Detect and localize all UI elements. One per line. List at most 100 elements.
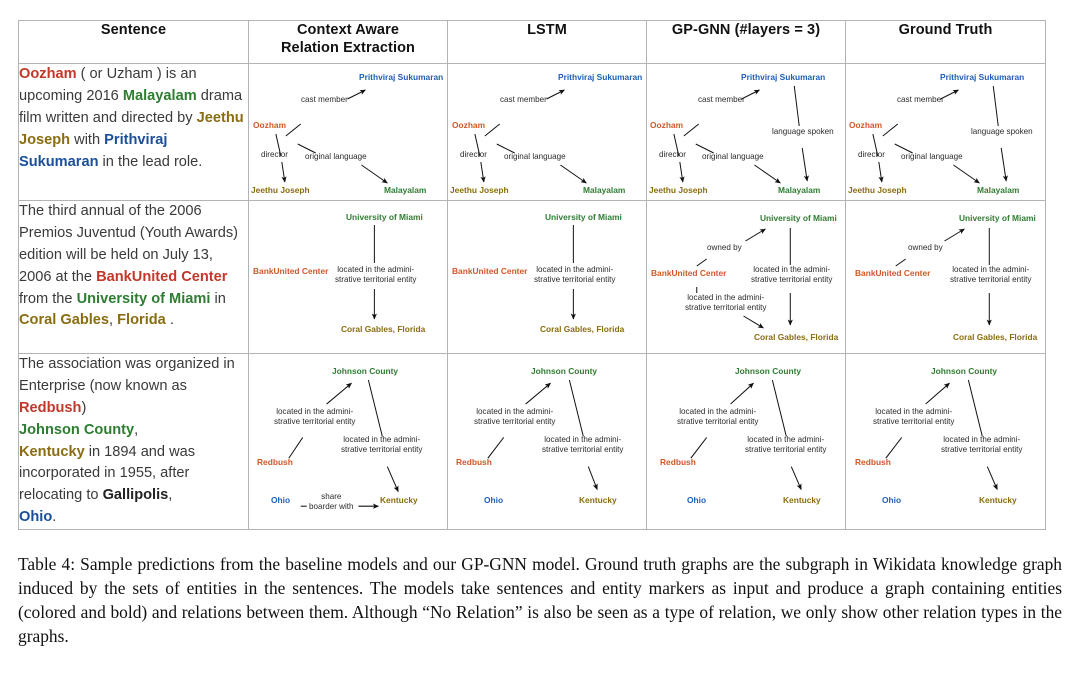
graph-cell-row3-truth: Johnson County Redbush Ohio Kentucky loc…: [845, 352, 1046, 531]
graph-row3-lstm: Johnson County Redbush Ohio Kentucky loc…: [449, 355, 646, 529]
edge-label-located-in-admin-entity-2: located in the admini- strative territor…: [745, 435, 826, 454]
node-redbush: Redbush: [456, 457, 492, 467]
entity-mention: BankUnited Center: [96, 268, 228, 285]
header-gpgnn-label: GP-GNN (#layers = 3): [671, 22, 821, 38]
edge-label-located-in-admin-entity-2: located in the admini- strative territor…: [341, 435, 422, 454]
graph-row1-gpgnn: Prithviraj Sukumaran Oozham Jeethu Josep…: [648, 65, 845, 200]
edge-label-line1: located in the admini-: [875, 407, 953, 416]
graph-row3-care: Johnson County Redbush Ohio Kentucky loc…: [250, 355, 447, 529]
sentence-text-row3: The association was organized in Enterpr…: [19, 356, 239, 525]
sentence-fragment: in 1894 and was incorporated in 1955, af…: [19, 443, 200, 504]
edge-label-located-in-admin-entity-1: located in the admini- strative territor…: [677, 407, 758, 426]
node-malayalam: Malayalam: [583, 185, 626, 195]
edge-label-line1: located in the admini-: [343, 435, 421, 444]
graph-row2-lstm: University of Miami BankUnited Center Co…: [449, 202, 646, 353]
node-university-of-miami: University of Miami: [959, 213, 1036, 223]
edge-label-cast-member: cast member: [698, 95, 745, 104]
graph-edges-row3-gpgnn: [690, 379, 802, 491]
node-ohio: Ohio: [484, 495, 504, 505]
sentence-fragment: in the lead role.: [98, 153, 203, 170]
sentence-fragment: drama film written and directed by: [19, 87, 247, 126]
sentence-fragment: The association was organized in Enterpr…: [19, 356, 239, 394]
header-care-line2: Relation Extraction: [280, 40, 416, 57]
graph-edges-row3-lstm: [487, 379, 598, 491]
edge-label-line1: located in the admini-: [536, 265, 614, 274]
edge-label-located-in-admin-entity-2: located in the admini- strative territor…: [542, 435, 623, 454]
node-kentucky: Kentucky: [783, 495, 821, 505]
edge-label-line1: located in the admini-: [747, 435, 825, 444]
edge-label-line1: located in the admini-: [753, 265, 831, 274]
node-bankunited-center: BankUnited Center: [855, 268, 931, 278]
edge-label-located-in-admin-entity-1: located in the admini- strative territor…: [873, 407, 954, 426]
edge-label-line1: share: [321, 492, 342, 501]
edge-label-line2: strative territorial entity: [950, 274, 1032, 284]
graph-cell-row2-gpgnn: University of Miami BankUnited Center Co…: [646, 200, 846, 354]
node-oozham: Oozham: [253, 120, 287, 130]
header-gp-gnn: GP-GNN (#layers = 3): [646, 20, 846, 64]
graph-edges-row1-care: [275, 89, 388, 184]
graph-cell-row2-lstm: University of Miami BankUnited Center Co…: [447, 200, 647, 354]
header-lstm-label: LSTM: [527, 22, 567, 38]
edge-label-cast-member: cast member: [301, 95, 348, 104]
entity-mention: Prithviraj Sukumaran: [19, 131, 172, 170]
sentence-fragment: .: [165, 312, 174, 329]
node-kentucky: Kentucky: [979, 495, 1017, 505]
graph-edges-row1-lstm: [474, 89, 587, 184]
entity-mention: Coral Gables: [19, 312, 110, 329]
table-caption: Table 4: Sample predictions from the bas…: [18, 554, 1062, 647]
node-coral-gables-florida: Coral Gables, Florida: [953, 332, 1038, 342]
edge-label-line1: located in the admini-: [544, 435, 622, 444]
header-lstm: LSTM: [447, 20, 647, 64]
node-jeethu-joseph: Jeethu Joseph: [251, 185, 310, 195]
edge-label-original-language: original language: [504, 152, 566, 161]
graph-cell-row3-care: Johnson County Redbush Ohio Kentucky loc…: [248, 352, 448, 531]
edge-label-line1: located in the admini-: [679, 407, 757, 416]
graph-cell-row3-gpgnn: Johnson County Redbush Ohio Kentucky loc…: [646, 352, 846, 531]
node-jeethu-joseph: Jeethu Joseph: [450, 185, 509, 195]
header-sentence: Sentence: [18, 20, 249, 64]
sentence-fragment: in: [210, 290, 230, 307]
graph-cell-row3-lstm: Johnson County Redbush Ohio Kentucky loc…: [447, 352, 647, 531]
node-malayalam: Malayalam: [778, 185, 821, 195]
graph-edges-row3-truth: [885, 379, 998, 491]
edge-label-director: director: [460, 150, 487, 159]
graph-cell-row2-truth: University of Miami BankUnited Center Co…: [845, 200, 1046, 354]
sentence-fragment: ,: [168, 487, 173, 504]
edge-label-located-in-admin-entity: located in the admini- strative territor…: [534, 265, 615, 284]
sentence-text-row2: The third annual of the 2006 Premios Juv…: [19, 203, 242, 328]
edge-label-line1: located in the admini-: [276, 407, 354, 416]
edge-label-line2: strative territorial entity: [745, 444, 827, 454]
edge-label-line1: located in the admini-: [952, 265, 1030, 274]
entity-mention: Oozham: [19, 66, 77, 82]
edge-label-line1: located in the admini-: [337, 265, 415, 274]
node-kentucky: Kentucky: [579, 495, 617, 505]
node-ohio: Ohio: [687, 495, 707, 505]
node-coral-gables-florida: Coral Gables, Florida: [754, 332, 839, 342]
sentence-text-row1: Oozham ( or Uzham ) is an upcoming 2016 …: [19, 66, 248, 170]
node-prithviraj-sukumaran: Prithviraj Sukumaran: [558, 72, 643, 82]
node-johnson-county: Johnson County: [735, 366, 802, 376]
node-oozham: Oozham: [452, 120, 486, 130]
edge-label-cast-member: cast member: [897, 95, 944, 104]
node-malayalam: Malayalam: [977, 185, 1020, 195]
graph-edges-row3-care: [288, 379, 399, 509]
entity-mention: Florida: [117, 312, 166, 329]
graph-row1-care: Prithviraj Sukumaran Oozham Jeethu Josep…: [250, 65, 447, 200]
edge-label-line2: strative territorial entity: [274, 416, 356, 426]
edge-label-original-language: original language: [901, 152, 963, 161]
table-row: Oozham ( or Uzham ) is an upcoming 2016 …: [18, 63, 1046, 201]
header-ground-truth: Ground Truth: [845, 20, 1046, 64]
edge-label-line2: strative territorial entity: [341, 444, 423, 454]
sentence-cell-row1: Oozham ( or Uzham ) is an upcoming 2016 …: [18, 63, 249, 201]
sentence-cell-row2: The third annual of the 2006 Premios Juv…: [18, 200, 249, 354]
graph-edges-row2-care: [371, 225, 377, 320]
predictions-table-wrapper: Sentence Context Aware Relation Extracti…: [18, 20, 1046, 531]
edge-label-line2: strative territorial entity: [542, 444, 624, 454]
node-oozham: Oozham: [849, 120, 883, 130]
edge-label-director: director: [858, 150, 885, 159]
sentence-fragment: ,: [109, 312, 118, 329]
graph-cell-row1-gpgnn: Prithviraj Sukumaran Oozham Jeethu Josep…: [646, 63, 846, 201]
node-johnson-county: Johnson County: [332, 366, 399, 376]
graph-cell-row2-care: University of Miami BankUnited Center Co…: [248, 200, 448, 354]
edge-label-line2: strative territorial entity: [474, 416, 556, 426]
